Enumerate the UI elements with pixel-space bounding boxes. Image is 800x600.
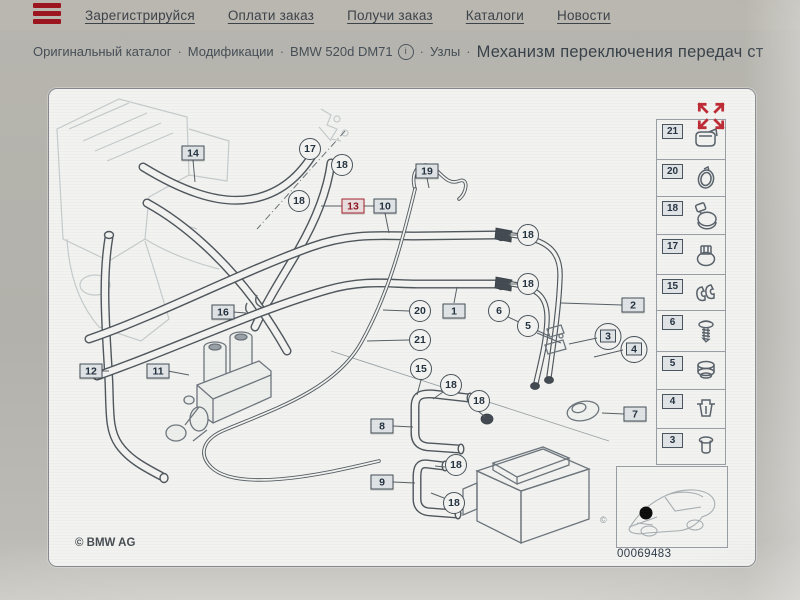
car-silhouette-icon	[628, 489, 716, 537]
part-callout[interactable]: 7	[623, 406, 647, 422]
sidebar-part-number: 21	[662, 124, 683, 139]
image-number: 00069483	[617, 548, 672, 560]
parts-diagram-drawing	[56, 98, 625, 545]
top-nav: Зарегистрируйся Оплати заказ Получи заказ К…	[0, 0, 800, 30]
part-callout[interactable]: 18	[443, 492, 465, 514]
sidebar-part-row[interactable]: 18	[657, 197, 725, 235]
car-location-dot	[639, 506, 653, 520]
sidebar-part-row[interactable]: 3	[657, 429, 725, 465]
nav-link[interactable]: Получи заказ	[347, 7, 433, 23]
part-callout[interactable]: 18	[517, 273, 539, 295]
car-copyright: ©	[600, 515, 607, 525]
sidebar-part-number: 6	[662, 315, 683, 330]
breadcrumb: Оригинальный каталог · Модификации · BMW…	[33, 40, 793, 64]
sidebar-part-row[interactable]: 20	[657, 160, 725, 197]
part-callout[interactable]: 18	[288, 190, 310, 212]
bmw-copyright: © BMW AG	[75, 537, 136, 549]
part-callout[interactable]: 14	[181, 145, 205, 161]
engine-to-valve-hose	[142, 198, 292, 356]
breadcrumb-item: Узлы ·	[430, 44, 477, 59]
info-icon[interactable]: i	[397, 43, 414, 60]
part-callout[interactable]: 11	[146, 363, 170, 379]
part-callout[interactable]: 15	[410, 358, 432, 380]
sidebar-part-number: 4	[662, 394, 683, 409]
part-callout[interactable]: 20	[409, 300, 431, 322]
breadcrumb-path: Оригинальный каталог · Модификации · BMW…	[33, 43, 477, 61]
part-callout[interactable]: 2	[621, 297, 645, 313]
breadcrumb-item: Модификации ·	[188, 44, 290, 59]
breadcrumb-separator: ·	[419, 44, 424, 59]
sidebar-part-row[interactable]: 21	[657, 120, 725, 160]
expand-arrows-icon[interactable]	[694, 99, 728, 133]
breadcrumb-item: BMW 520d DM71 i ·	[290, 43, 430, 60]
sidebar-part-row[interactable]: 15	[657, 275, 725, 311]
breadcrumb-link[interactable]: Оригинальный каталог	[33, 44, 172, 59]
breadcrumb-item: Оригинальный каталог ·	[33, 44, 188, 59]
nav-menu: Зарегистрируйся Оплати заказ Получи заказ К…	[85, 0, 611, 30]
hamburger-menu-icon[interactable]	[33, 3, 61, 24]
sidebar-part-row[interactable]: 5	[657, 352, 725, 390]
nav-link[interactable]: Новости	[557, 7, 611, 23]
part-callout[interactable]: 18	[468, 390, 490, 412]
part-callout[interactable]: 6	[488, 300, 510, 322]
part-callout[interactable]: 12	[79, 363, 103, 379]
breadcrumb-separator: ·	[279, 44, 285, 59]
car-location-box	[616, 466, 728, 548]
sidebar-part-row[interactable]: 6	[657, 311, 725, 352]
nav-link[interactable]: Оплати заказ	[227, 7, 315, 23]
engine-sketch	[56, 98, 349, 342]
parts-sidebar: 21 20 18 17	[656, 119, 726, 465]
sidebar-part-number: 3	[662, 433, 683, 448]
part-callout[interactable]: 4	[626, 342, 642, 356]
part-callout[interactable]: 18	[445, 454, 467, 476]
part-callout[interactable]: 18	[440, 374, 462, 396]
grommet-7	[566, 400, 600, 422]
breadcrumb-link[interactable]: BMW 520d DM71	[290, 44, 393, 59]
part-callout[interactable]: 13	[341, 198, 365, 214]
part-callout[interactable]: 18	[331, 154, 353, 176]
hose-14	[138, 146, 320, 205]
part-callout[interactable]: 19	[415, 163, 439, 179]
sidebar-part-number: 5	[662, 356, 683, 371]
water-valve-assembly	[165, 331, 272, 442]
sidebar-part-row[interactable]: 4	[657, 390, 725, 429]
part-callout[interactable]: 3	[600, 329, 616, 343]
nav-link[interactable]: Зарегистрируйся	[85, 7, 195, 23]
sidebar-part-row[interactable]: 17	[657, 235, 725, 275]
part-callout[interactable]: 21	[409, 329, 431, 351]
leader-lines	[101, 159, 625, 499]
sidebar-part-number: 18	[662, 201, 683, 216]
part-callout[interactable]: 9	[370, 474, 394, 490]
breadcrumb-separator: ·	[177, 44, 182, 59]
sidebar-part-number: 20	[662, 164, 683, 179]
breadcrumb-link[interactable]: Узлы	[429, 44, 461, 59]
hose-12	[100, 230, 169, 484]
part-callout[interactable]: 1	[442, 303, 466, 319]
part-callout[interactable]: 17	[299, 138, 321, 160]
part-callout[interactable]: 5	[517, 315, 539, 337]
sidebar-part-number: 15	[662, 279, 683, 294]
breadcrumb-separator: ·	[466, 44, 471, 59]
part-callout[interactable]: 16	[211, 304, 235, 320]
part-callout[interactable]: 10	[373, 198, 397, 214]
sidebar-part-number: 17	[662, 239, 683, 254]
part-callout[interactable]: 18	[517, 224, 539, 246]
heater-box	[462, 446, 591, 545]
page-title: Механизм переключения передач ст	[476, 42, 764, 61]
part-callout[interactable]: 8	[370, 418, 394, 434]
nav-link[interactable]: Каталоги	[465, 7, 525, 23]
breadcrumb-link[interactable]: Модификации	[187, 44, 274, 59]
